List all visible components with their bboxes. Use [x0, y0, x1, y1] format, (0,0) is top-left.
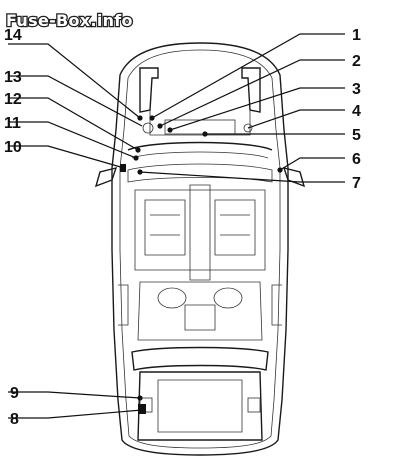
leader-9: [8, 391, 141, 399]
leader-3: [169, 87, 345, 131]
marker-6: [277, 167, 283, 173]
component-markers: [120, 115, 283, 414]
leader-8: [8, 409, 143, 419]
marker-3: [167, 127, 173, 133]
leader-14: [8, 43, 141, 119]
leader-2: [159, 59, 345, 127]
callout-14: 14: [4, 27, 22, 44]
marker-14: [137, 115, 143, 121]
callout-5: 5: [352, 127, 361, 144]
callout-labels: 1 2 3 4 5 6 7 8 9 10 11 12 13 14: [4, 27, 361, 428]
callout-12: 12: [4, 91, 22, 108]
marker-11: [133, 155, 139, 161]
marker-5: [202, 131, 208, 137]
marker-1: [149, 115, 155, 121]
leader-lines: [8, 33, 345, 419]
callout-4: 4: [352, 103, 361, 120]
car-outline: [94, 42, 306, 456]
callout-10: 10: [4, 139, 22, 156]
leader-11: [8, 121, 137, 159]
marker-12: [135, 147, 141, 153]
callout-3: 3: [352, 81, 361, 98]
marker-4: [243, 123, 253, 133]
marker-10: [120, 164, 126, 172]
callout-9: 9: [10, 385, 19, 402]
leader-7: [139, 171, 345, 183]
callout-11: 11: [4, 115, 21, 132]
callout-13: 13: [4, 69, 22, 86]
leader-10: [8, 145, 125, 169]
leader-13: [8, 75, 143, 127]
leader-1: [151, 33, 345, 119]
callout-8: 8: [10, 411, 19, 428]
marker-8: [138, 404, 146, 414]
marker-2: [157, 123, 163, 129]
leader-6: [279, 157, 345, 171]
marker-7: [137, 169, 143, 175]
leader-12: [8, 97, 139, 151]
watermark-logo: Fuse-Box.info: [6, 11, 133, 30]
callout-1: 1: [352, 27, 361, 44]
marker-13: [142, 122, 154, 134]
marker-9: [137, 395, 143, 401]
callout-7: 7: [352, 175, 361, 192]
callout-6: 6: [352, 151, 361, 168]
leader-4: [247, 109, 345, 129]
callout-2: 2: [352, 53, 361, 70]
